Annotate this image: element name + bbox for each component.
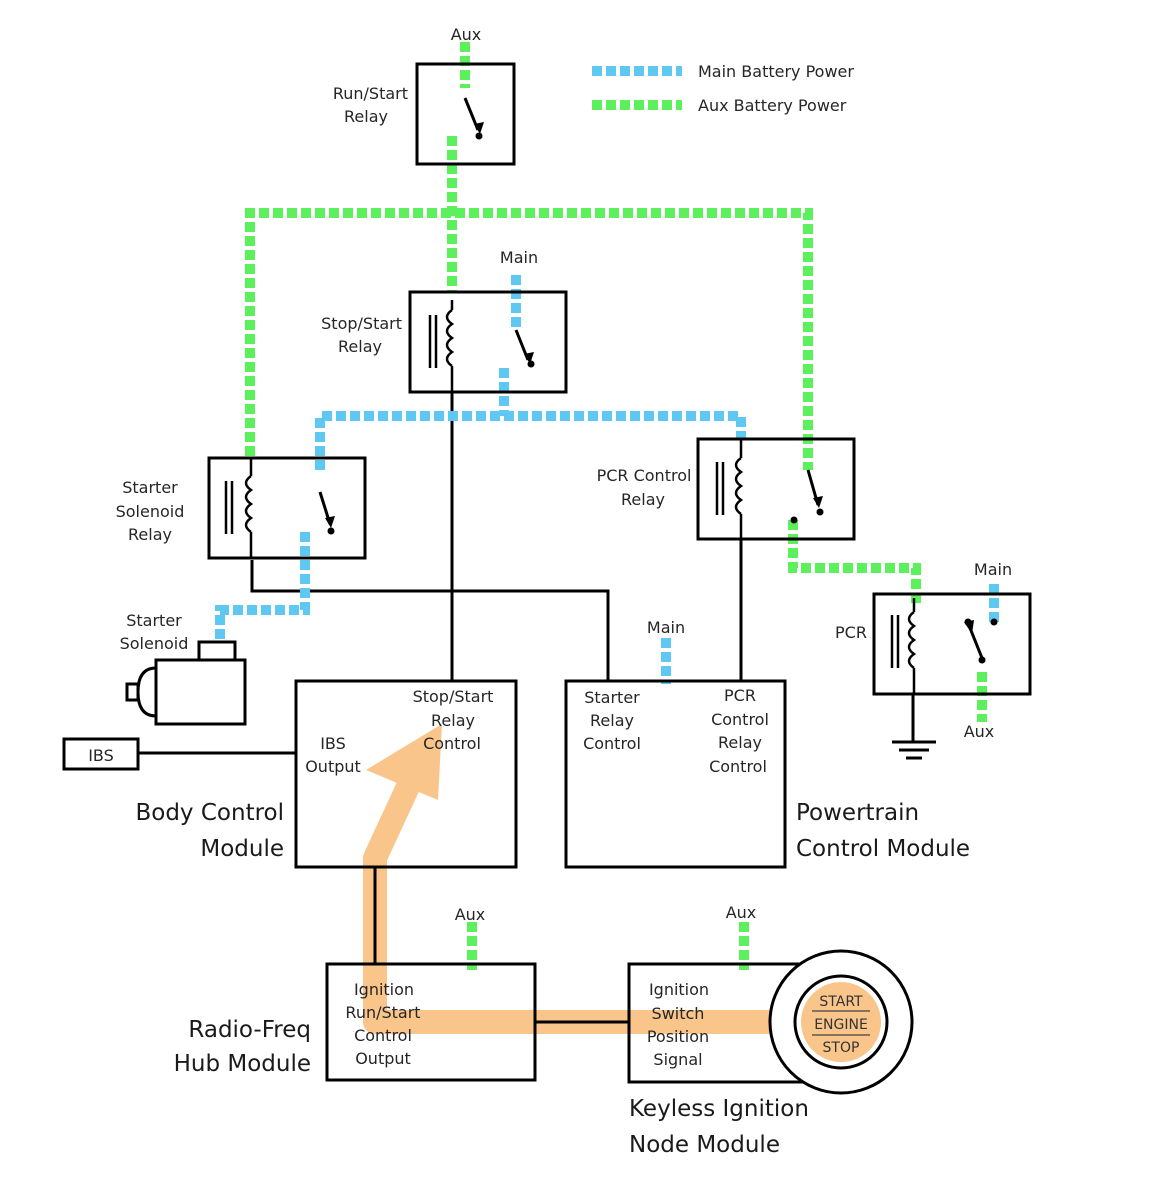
kin-signal-3: Position xyxy=(647,1027,709,1046)
ibs-sensor: IBS xyxy=(62,737,140,771)
ibs-label: IBS xyxy=(88,746,114,765)
kin-name-1: Keyless Ignition xyxy=(629,1096,809,1122)
pcm-pcr-control-3: Relay xyxy=(718,733,762,752)
rfh-output-1: Ignition xyxy=(354,980,414,999)
keyless-ignition-node-module: Ignition Switch Position Signal Aux Keyl… xyxy=(627,903,839,1158)
starter-solenoid-label-1: Starter xyxy=(126,611,182,630)
legend-aux-label: Aux Battery Power xyxy=(698,96,847,115)
pcr-control-relay-label-1: PCR Control xyxy=(597,466,692,485)
run-start-relay-label-2: Relay xyxy=(344,107,388,126)
signal-flow-arrow xyxy=(363,724,800,1034)
bcm-relay-control-1: Stop/Start xyxy=(413,687,494,706)
pcr-relay: PCR Main Aux xyxy=(835,560,1032,741)
run-start-aux-label: Aux xyxy=(451,25,482,44)
pcr-aux-label: Aux xyxy=(964,722,995,741)
rfh-name-2: Hub Module xyxy=(174,1051,311,1077)
pcm-name-1: Powertrain xyxy=(796,800,919,826)
bcm-relay-control-3: Control xyxy=(423,734,481,753)
pcm-pcr-control-1: PCR xyxy=(724,686,756,705)
rfh-aux-label: Aux xyxy=(455,905,486,924)
start-button-label-1: START xyxy=(819,994,863,1010)
kin-signal-1: Ignition xyxy=(649,980,709,999)
pcm-starter-control-3: Control xyxy=(583,734,641,753)
rfh-name-1: Radio-Freq xyxy=(188,1017,311,1043)
pcr-control-relay-label-2: Relay xyxy=(621,490,665,509)
start-button-label-3: STOP xyxy=(823,1040,860,1056)
bcm-name-2: Module xyxy=(200,836,284,862)
kin-aux-label: Aux xyxy=(726,903,757,922)
powertrain-control-module: Starter Relay Control PCR Control Relay … xyxy=(564,618,970,869)
legend-main-label: Main Battery Power xyxy=(698,62,854,81)
pcr-main-label: Main xyxy=(974,560,1012,579)
body-control-module: IBS Output Stop/Start Relay Control Body… xyxy=(135,679,518,869)
stop-start-main-label: Main xyxy=(500,248,538,267)
pcr-control-relay: PCR Control Relay xyxy=(597,437,856,541)
stop-start-relay-label-1: Stop/Start xyxy=(321,314,402,333)
run-start-relay: Run/Start Relay Aux xyxy=(333,25,516,166)
pcm-name-2: Control Module xyxy=(796,836,970,862)
pcm-pcr-control-2: Control xyxy=(711,710,769,729)
bcm-ibs-output-1: IBS xyxy=(320,734,346,753)
rfh-output-4: Output xyxy=(355,1049,411,1068)
bcm-ibs-output-2: Output xyxy=(305,757,361,776)
pcm-pcr-control-4: Control xyxy=(709,757,767,776)
starter-solenoid-relay-label-2: Solenoid xyxy=(116,502,185,521)
kin-signal-2: Switch xyxy=(652,1004,705,1023)
starter-solenoid-relay-label-3: Relay xyxy=(128,525,172,544)
legend: Main Battery Power Aux Battery Power xyxy=(592,62,854,115)
bcm-name-1: Body Control xyxy=(135,800,284,826)
bcm-relay-control-2: Relay xyxy=(431,711,475,730)
rfh-output-2: Run/Start xyxy=(345,1003,420,1022)
starter-solenoid-label-2: Solenoid xyxy=(120,634,189,653)
run-start-relay-label-1: Run/Start xyxy=(333,84,408,103)
starter-solenoid: Starter Solenoid xyxy=(120,611,247,726)
starter-solenoid-relay-label-1: Starter xyxy=(122,478,178,497)
starter-solenoid-relay: Starter Solenoid Relay xyxy=(116,456,367,560)
rfh-output-3: Control xyxy=(354,1026,412,1045)
pcm-starter-control-1: Starter xyxy=(584,688,640,707)
pcr-label: PCR xyxy=(835,623,867,642)
black-wires xyxy=(138,392,936,760)
aux-power-lines xyxy=(245,42,987,970)
pcm-starter-control-2: Relay xyxy=(590,711,634,730)
main-power-lines xyxy=(215,275,999,684)
kin-name-2: Node Module xyxy=(629,1132,780,1158)
radio-freq-hub-module: Ignition Run/Start Control Output Aux Ra… xyxy=(174,905,537,1082)
pcm-main-label: Main xyxy=(647,618,685,637)
start-engine-stop-button[interactable]: START ENGINE STOP xyxy=(768,949,914,1095)
kin-signal-4: Signal xyxy=(653,1050,702,1069)
stop-start-relay-label-2: Relay xyxy=(338,337,382,356)
stop-start-relay: Stop/Start Relay Main xyxy=(321,248,568,394)
start-button-label-2: ENGINE xyxy=(814,1017,868,1033)
